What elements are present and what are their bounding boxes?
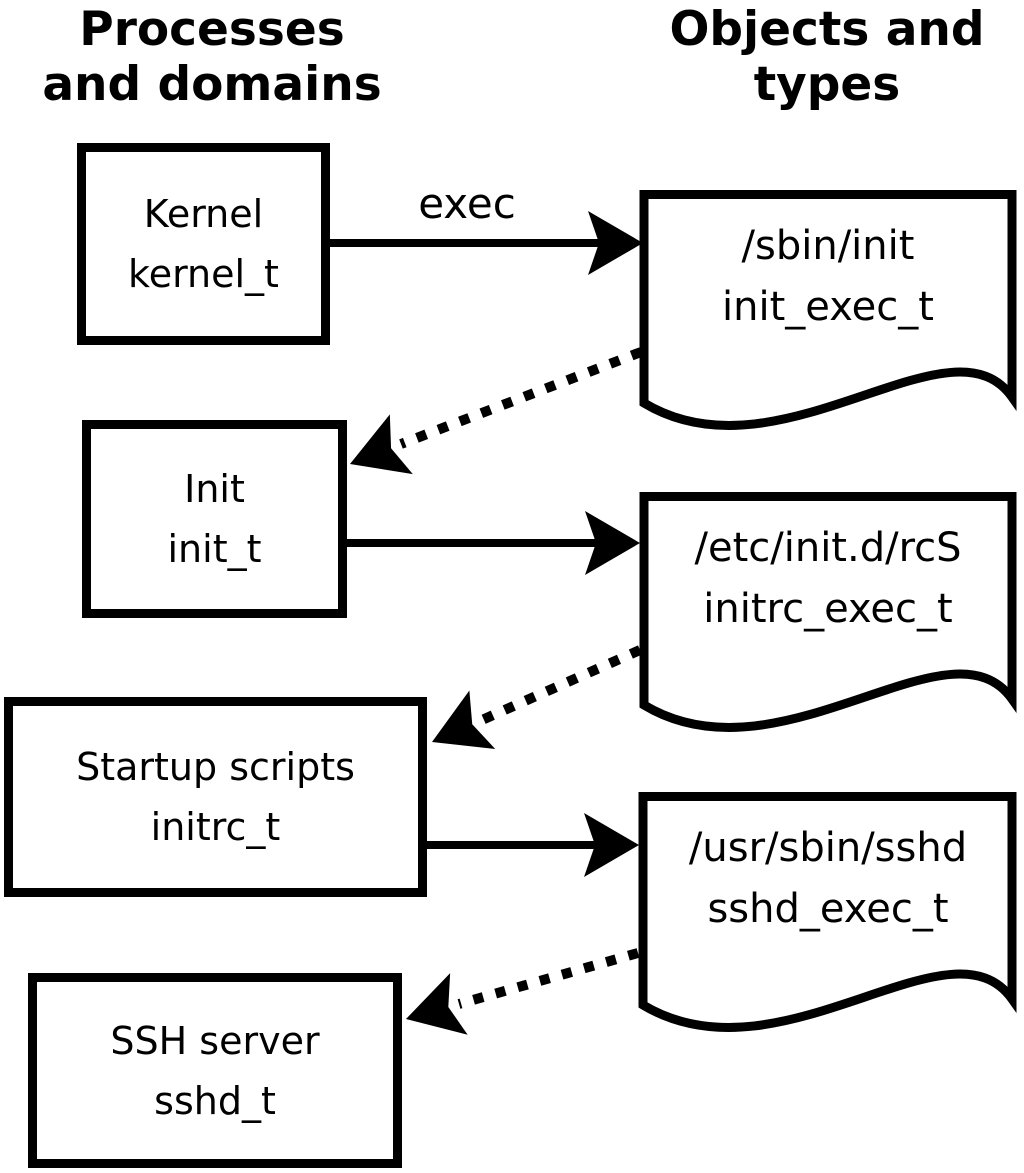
transition-arrow-to-sshd-head [406,973,468,1035]
process-name-label: SSH server [110,1018,320,1063]
exec-arrow-label: exec [418,179,516,228]
column-header-processes: Processes and domains [0,2,424,112]
exec-arrow-startup-head [584,813,639,877]
transition-arrow-to-startup-head [432,690,496,750]
document-shape-init-exec [639,190,1017,430]
process-name-label: Kernel [143,192,264,236]
column-header-objects: Objects and types [615,2,1024,112]
process-name-label: Startup scripts [76,745,355,789]
process-domain-label: kernel_t [128,252,279,296]
transition-arrow-to-sshd-line [457,948,640,1009]
object-path-label: /sbin/init [741,223,915,269]
exec-arrow-kernel-head [588,211,643,275]
transition-arrow-to-init-head [350,414,413,475]
process-box-kernel: Kernel kernel_t [77,143,330,345]
object-type-label: init_exec_t [722,284,934,330]
object-path-label: /usr/sbin/sshd [688,825,968,871]
object-type-label: sshd_exec_t [707,886,949,932]
header-line: Objects and [669,2,985,57]
header-line: and domains [42,57,382,112]
object-label-initrc-exec: /etc/init.d/rcS initrc_exec_t [640,518,1016,640]
object-label-init-exec: /sbin/init init_exec_t [640,216,1016,338]
process-box-ssh-server: SSH server sshd_t [28,973,402,1168]
object-type-label: initrc_exec_t [703,586,953,632]
document-shape-sshd-exec [638,792,1017,1032]
process-domain-label: init_t [167,527,262,571]
transition-arrow-to-startup-line [479,645,643,725]
transition-arrow-to-init-line [399,347,643,449]
object-path-label: /etc/init.d/rcS [694,525,962,571]
header-line: types [753,57,901,112]
exec-arrow-init-head [585,511,640,575]
process-domain-label: sshd_t [154,1078,276,1123]
document-shape-initrc-exec [639,492,1017,732]
header-line: Processes [79,2,345,57]
process-box-startup-scripts: Startup scripts initrc_t [4,697,427,897]
process-name-label: Init [184,467,245,511]
object-label-sshd-exec: /usr/sbin/sshd sshd_exec_t [640,818,1016,940]
process-box-init: Init init_t [82,420,347,618]
process-domain-label: initrc_t [150,805,281,849]
